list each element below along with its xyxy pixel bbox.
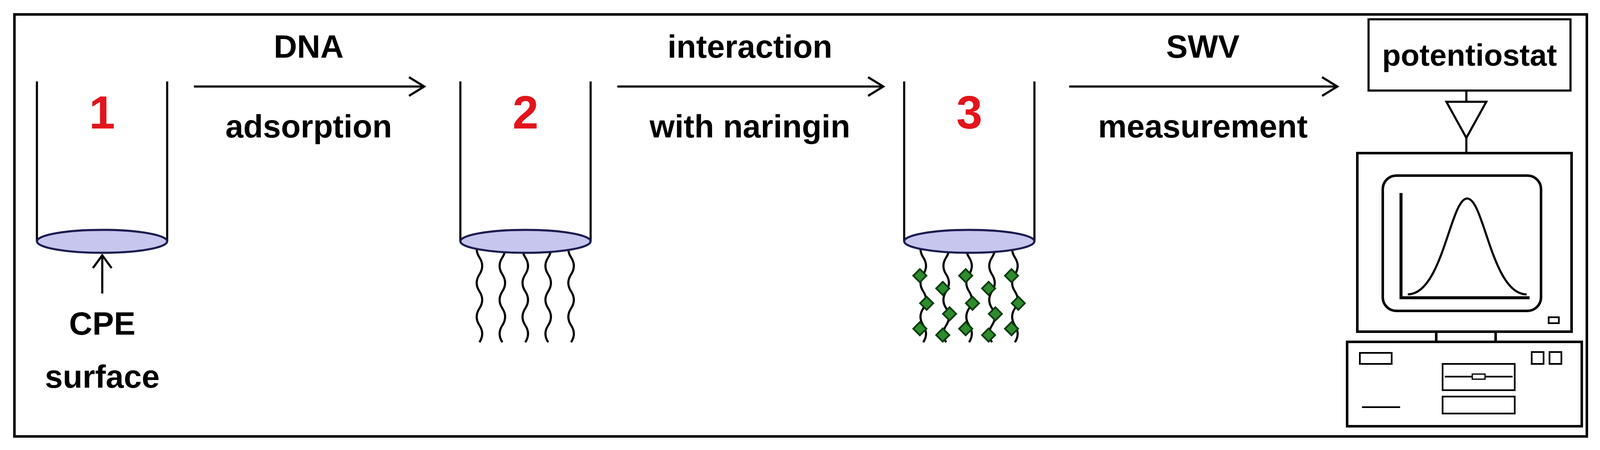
computer <box>1347 153 1582 427</box>
naringin-mark <box>1011 296 1025 310</box>
dna-strand <box>476 240 483 343</box>
naringin-mark <box>935 281 950 295</box>
naringin-mark <box>1004 322 1018 336</box>
naringin-mark <box>958 269 973 283</box>
dna-strand <box>568 240 575 343</box>
cpe-arrow <box>92 255 112 294</box>
naringin-mark <box>958 322 973 336</box>
instrument-box: potentiostat <box>1367 18 1572 92</box>
dna-strands <box>476 240 1026 343</box>
process-arrow <box>617 77 884 96</box>
frame <box>14 14 1587 437</box>
step-label: SWV measurement <box>1084 6 1322 167</box>
instrument-label: potentiostat <box>1382 37 1558 73</box>
surface-label: CPE surface <box>34 297 171 404</box>
naringin-mark <box>919 296 934 310</box>
electrode: 3 <box>902 81 1036 255</box>
step-number: 3 <box>902 89 1036 136</box>
swv-arrow <box>1069 77 1338 96</box>
potentiostat-link <box>1446 90 1487 154</box>
electrode: 1 <box>35 81 169 255</box>
naringin-mark <box>1004 269 1018 283</box>
step-number: 2 <box>459 89 592 136</box>
dna-strand <box>545 240 552 343</box>
naringin-mark <box>942 307 956 321</box>
naringin-mark <box>913 322 927 336</box>
dna-strand <box>499 240 506 343</box>
naringin-mark <box>965 296 979 310</box>
naringin-mark <box>913 269 927 283</box>
process-arrow <box>193 77 425 96</box>
step-label: DNA adsorption <box>207 6 411 167</box>
naringin-mark <box>988 307 1002 321</box>
naringin-mark <box>981 328 995 342</box>
step-number: 1 <box>35 89 169 136</box>
naringin-mark <box>935 328 950 342</box>
electrode: 2 <box>459 81 592 255</box>
naringin-mark <box>981 281 995 295</box>
dna-strand <box>522 240 529 343</box>
step-label: interaction with naringin <box>635 6 865 167</box>
